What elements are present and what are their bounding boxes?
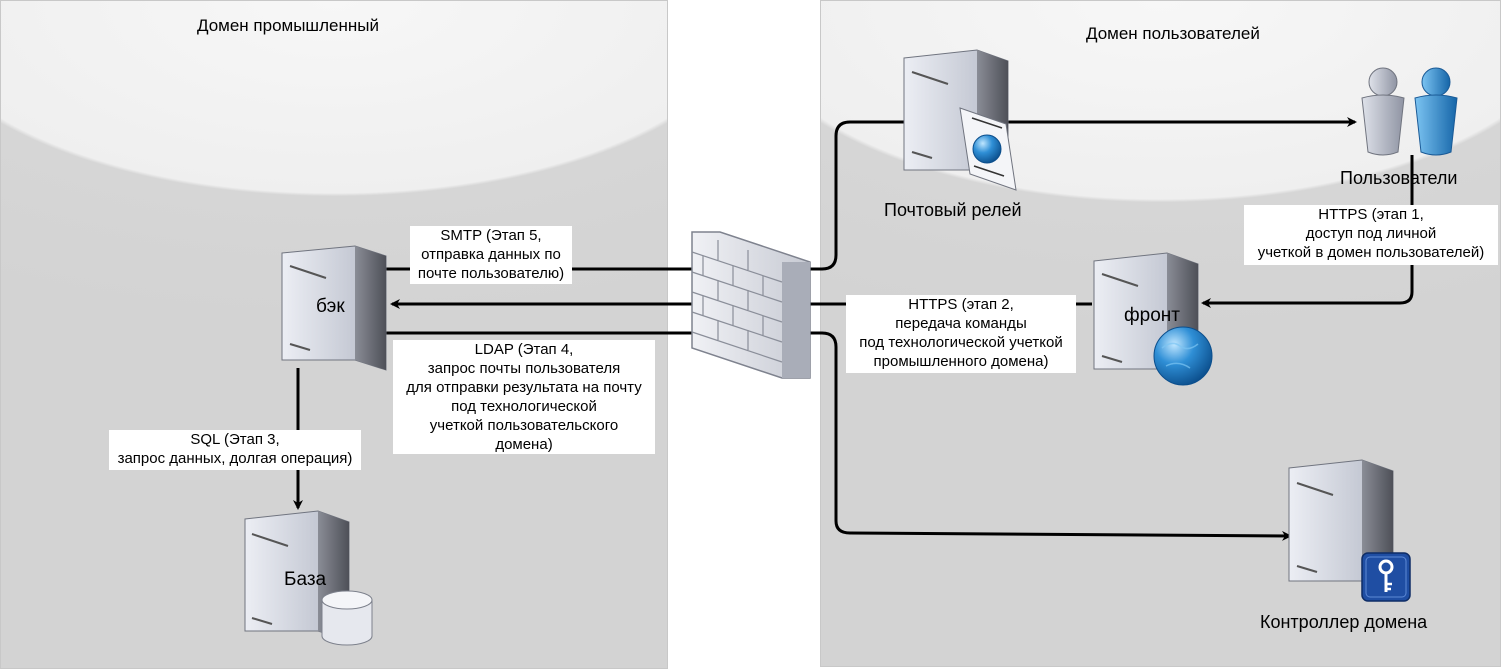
domain-controller-label: Контроллер домена — [1260, 612, 1428, 632]
https1-label-line: HTTPS (этап 1, — [1318, 206, 1424, 223]
ldap-edge-label: LDAP (Этап 4, запрос почты пользователя … — [393, 340, 655, 454]
https2-label-line: промышленного домена) — [873, 353, 1049, 370]
ldap-label-line: для отправки результата на почту — [406, 379, 642, 396]
firewall-icon — [691, 231, 811, 379]
smtp-edge — [386, 117, 1357, 271]
industrial-domain-title: Домен промышленный — [197, 16, 379, 35]
https2-label-line: передача команды — [895, 315, 1027, 332]
database-icon — [321, 590, 373, 646]
smtp-label-line: SMTP (Этап 5, — [440, 227, 542, 244]
mail-relay-server-icon — [903, 49, 1017, 191]
smtp-label-line: почте пользователю) — [417, 265, 565, 282]
users-icon — [1361, 67, 1458, 156]
ldap-label-line: учеткой пользовательского — [429, 417, 619, 434]
mail-relay-label: Почтовый релей — [884, 200, 1022, 220]
ldap-label-line: запрос почты пользователя — [427, 360, 621, 377]
smtp-edge-label: SMTP (Этап 5, отправка данных по почте п… — [410, 226, 572, 284]
ldap-edge — [386, 331, 1292, 541]
mail-relay-globe-icon — [972, 134, 1002, 164]
https1-edge — [1201, 155, 1414, 308]
https2-label-line: HTTPS (этап 2, — [908, 296, 1014, 313]
front-label: фронт — [1124, 305, 1180, 326]
key-icon — [1361, 552, 1411, 602]
https1-edge-label: HTTPS (этап 1, доступ под личной учеткой… — [1244, 205, 1498, 265]
db-label: База — [284, 569, 327, 590]
sql-label-line: запрос данных, долгая операция) — [117, 450, 353, 467]
https2-edge-label: HTTPS (этап 2, передача команды под техн… — [846, 295, 1076, 373]
https2-label-line: под технологической учеткой — [859, 334, 1063, 351]
users-domain-title: Домен пользователей — [1086, 24, 1260, 43]
ldap-label-line: LDAP (Этап 4, — [474, 341, 574, 358]
ldap-label-line: под технологической — [451, 398, 597, 415]
globe-icon — [1153, 326, 1213, 386]
ldap-label-line: домена) — [495, 436, 553, 453]
sql-edge-label: SQL (Этап 3, запрос данных, долгая опера… — [109, 430, 361, 470]
users-label: Пользователи — [1340, 168, 1458, 188]
sql-label-line: SQL (Этап 3, — [190, 431, 280, 448]
smtp-label-line: отправка данных по — [421, 246, 561, 263]
https1-label-line: учеткой в домен пользователей) — [1257, 244, 1485, 261]
https1-label-line: доступ под личной — [1305, 225, 1437, 242]
back-label: бэк — [316, 296, 345, 317]
back-server-icon — [281, 245, 387, 371]
